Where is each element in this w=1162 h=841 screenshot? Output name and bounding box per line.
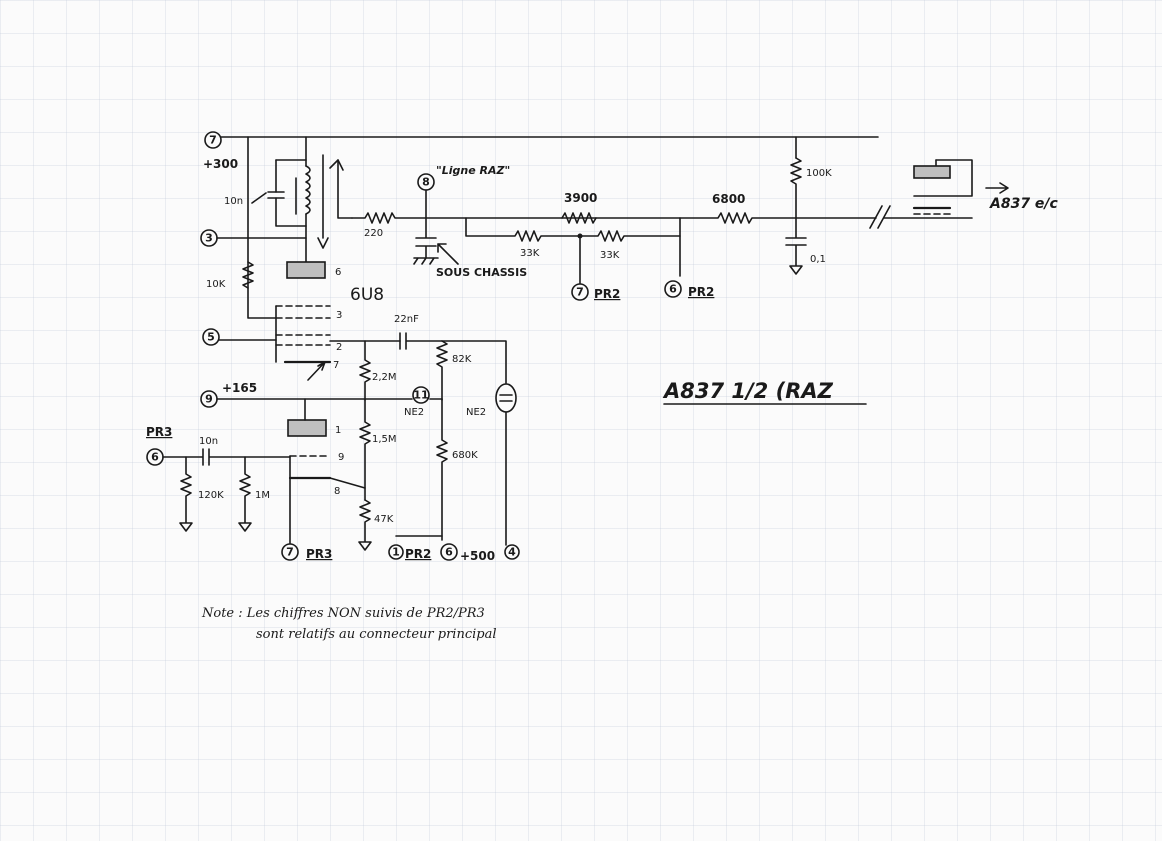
r-100k-label: 100K bbox=[806, 168, 832, 179]
terminal-8-number: 8 bbox=[422, 176, 430, 189]
r-3900-label: 3900 bbox=[564, 191, 597, 205]
ne2-lamp-label: NE2 bbox=[466, 407, 486, 418]
ne2-terminal-label: NE2 bbox=[404, 407, 424, 418]
terminal-9-number: 9 bbox=[205, 393, 213, 406]
r-680k-label: 680K bbox=[452, 450, 478, 461]
pin-7-label: 7 bbox=[333, 360, 339, 371]
r-1-5m-label: 1,5M bbox=[372, 434, 397, 445]
cap-0-1-label: 0,1 bbox=[810, 254, 826, 265]
pin-3-label: 3 bbox=[336, 310, 342, 321]
terminal-1-pr2 bbox=[388, 544, 404, 560]
cap-10n-input-label: 10n bbox=[199, 436, 218, 447]
cathode-pin-6 bbox=[286, 261, 326, 279]
output-relay bbox=[912, 159, 973, 215]
terminal-11-ne2 bbox=[412, 386, 430, 404]
output-label: A837 e/c bbox=[989, 196, 1059, 212]
resistor-47k bbox=[358, 499, 372, 551]
pr3-in-label: PR3 bbox=[146, 425, 172, 439]
output-arrow bbox=[985, 182, 1009, 194]
diagram-title: A837 1/2 (RAZ bbox=[662, 379, 834, 403]
resistor-3900 bbox=[561, 212, 597, 224]
r-33k-b-label: 33K bbox=[600, 250, 620, 261]
ligne-raz-label: "Ligne RAZ" bbox=[436, 164, 510, 177]
cap-22nf-label: 22nF bbox=[394, 314, 419, 325]
ne2-neon-lamp bbox=[495, 383, 517, 413]
tube-6u8-pentode bbox=[275, 305, 332, 364]
plus165-label: +165 bbox=[222, 381, 257, 395]
pr2-bottom-label: PR2 bbox=[405, 547, 431, 561]
cathode-pin-1 bbox=[287, 419, 327, 437]
r-2-2m-label: 2,2M bbox=[372, 372, 397, 383]
cap-0-1 bbox=[785, 217, 807, 275]
resistor-120k bbox=[179, 456, 193, 532]
cap-22nf bbox=[399, 332, 507, 384]
line-break-mark bbox=[869, 205, 891, 229]
terminal-6-pr2-number: 6 bbox=[669, 283, 677, 296]
terminal-7-plus300 bbox=[204, 131, 222, 149]
resistor-1m bbox=[238, 456, 252, 532]
pr2-b-label: PR2 bbox=[688, 285, 714, 299]
terminal-7-pr3 bbox=[281, 543, 299, 561]
pin-2-label: 2 bbox=[336, 342, 342, 353]
resistor-100k bbox=[790, 157, 802, 219]
terminal-7-pr3-number: 7 bbox=[286, 546, 294, 559]
terminal-5 bbox=[202, 328, 220, 346]
r-33k-a-label: 33K bbox=[520, 248, 540, 259]
terminal-6-plus500 bbox=[440, 543, 458, 561]
terminal-7-pr2-number: 7 bbox=[576, 286, 584, 299]
r-47k-label: 47K bbox=[374, 514, 394, 525]
note-line-2: sont relatifs au connecteur principal bbox=[256, 627, 497, 642]
r-1m-label: 1M bbox=[255, 490, 270, 501]
plus500-label: +500 bbox=[460, 549, 495, 563]
terminal-11-number: 11 bbox=[413, 389, 428, 402]
pr3-out-label: PR3 bbox=[306, 547, 332, 561]
terminal-4 bbox=[504, 544, 520, 560]
resistor-1-5m bbox=[359, 398, 371, 489]
r-6800-label: 6800 bbox=[712, 192, 745, 206]
terminal-5-number: 5 bbox=[207, 331, 215, 344]
cap-sous-chassis bbox=[413, 217, 439, 265]
pin-6-label: 6 bbox=[335, 267, 341, 278]
tube-6u8-triode bbox=[288, 455, 366, 546]
resistor-220 bbox=[351, 212, 681, 224]
cap-10n-top-label: 10n bbox=[224, 196, 243, 207]
terminal-7-number: 7 bbox=[209, 134, 217, 147]
terminal-4-number: 4 bbox=[508, 546, 516, 559]
plus300-label: +300 bbox=[203, 157, 238, 171]
r-10k-label: 10K bbox=[206, 279, 226, 290]
grid-pin-7 bbox=[284, 361, 326, 381]
pr2-a-label: PR2 bbox=[594, 287, 620, 301]
pin-1-label: 1 bbox=[335, 425, 341, 436]
resistor-33k-branch bbox=[465, 217, 681, 242]
terminal-1-pr2-number: 1 bbox=[392, 546, 400, 559]
sous-chassis-label: SOUS CHASSIS bbox=[436, 266, 527, 279]
note-line-1: Note : Les chiffres NON suivis de PR2/PR… bbox=[201, 606, 485, 621]
terminal-6-plus500-number: 6 bbox=[445, 546, 453, 559]
r-220-label: 220 bbox=[364, 228, 383, 239]
tank-circuit bbox=[251, 154, 353, 263]
input-wire bbox=[162, 448, 291, 466]
terminal-7-pr2 bbox=[571, 283, 589, 301]
sous-chassis-arrow bbox=[437, 243, 459, 265]
terminal-6-pr3-number: 6 bbox=[151, 451, 159, 464]
r-82k-label: 82K bbox=[452, 354, 472, 365]
resistor-2-2m bbox=[359, 340, 371, 401]
resistor-10k bbox=[242, 261, 277, 319]
terminal-3-number: 3 bbox=[205, 232, 213, 245]
tube-label: 6U8 bbox=[350, 285, 384, 305]
resistor-82k bbox=[436, 340, 448, 401]
pin-8-label: 8 bbox=[334, 486, 340, 497]
resistor-680k bbox=[436, 398, 448, 541]
r-120k-label: 120K bbox=[198, 490, 224, 501]
resistor-6800 bbox=[679, 212, 877, 224]
pin-9-label: 9 bbox=[338, 452, 344, 463]
terminal-6-pr2 bbox=[664, 280, 682, 298]
